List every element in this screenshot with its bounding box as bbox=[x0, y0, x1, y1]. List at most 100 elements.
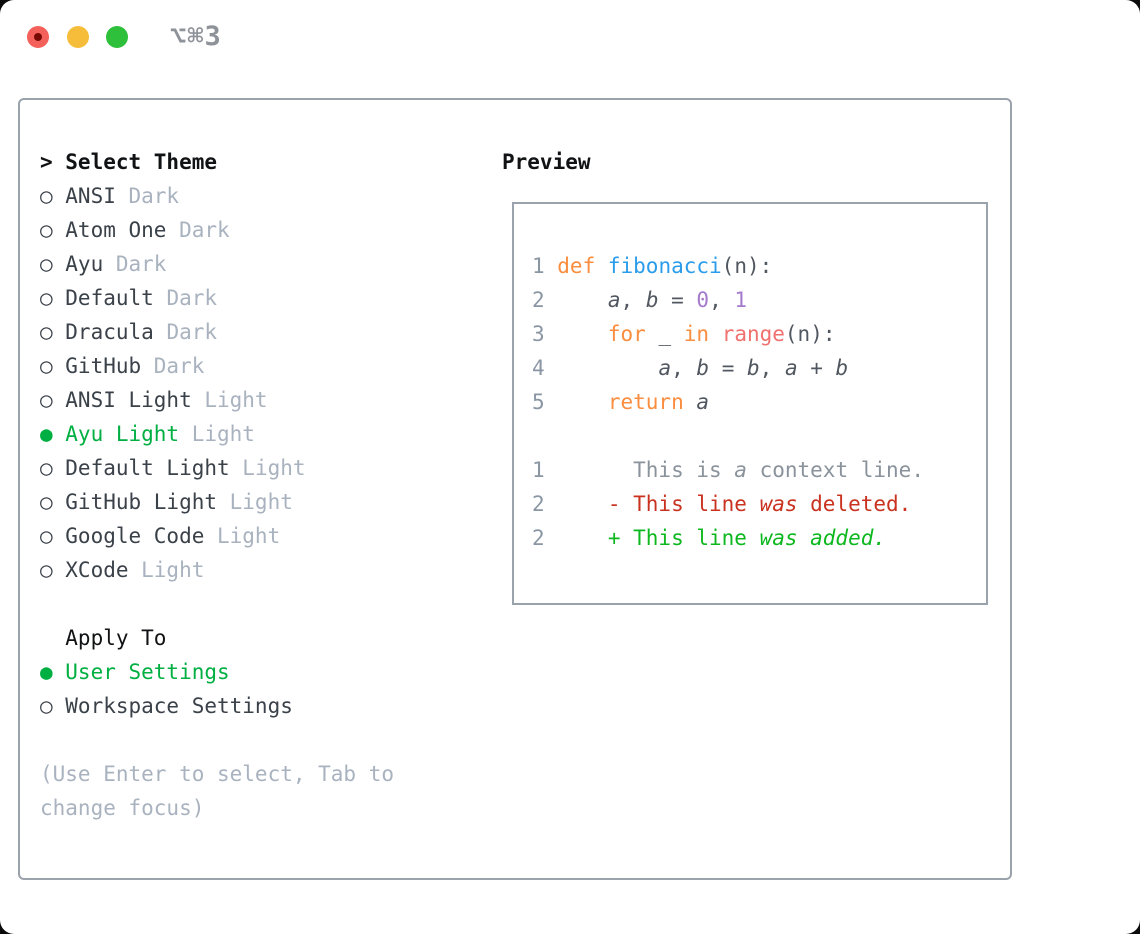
theme-option[interactable]: ○Default Light Light bbox=[40, 451, 480, 485]
theme-selector: >Select Theme ○ANSI Dark○Atom One Dark○A… bbox=[40, 145, 480, 825]
close-dot-icon bbox=[34, 33, 42, 41]
theme-list: ○ANSI Dark○Atom One Dark○Ayu Dark○Defaul… bbox=[40, 179, 480, 587]
code-segment: for bbox=[607, 322, 646, 346]
code-segment: fibonacci bbox=[607, 254, 722, 278]
radio-icon: ○ bbox=[40, 388, 53, 412]
radio-icon: ○ bbox=[40, 354, 53, 378]
theme-option[interactable]: ○ANSI Dark bbox=[40, 179, 480, 213]
radio-icon: ○ bbox=[40, 320, 53, 344]
apply-to-header: Apply To bbox=[65, 626, 167, 650]
theme-option[interactable]: ○Ayu Dark bbox=[40, 247, 480, 281]
theme-option[interactable]: ○Google Code Light bbox=[40, 519, 480, 553]
theme-name: GitHub bbox=[65, 354, 142, 378]
code-line: 2 - This line was deleted. bbox=[532, 487, 924, 521]
theme-option[interactable]: ○ Atom One Dark bbox=[40, 213, 480, 247]
theme-name: ANSI bbox=[65, 184, 116, 208]
theme-option[interactable]: ○ GitHub Dark bbox=[40, 349, 480, 383]
radio-icon: ○ bbox=[40, 286, 53, 310]
theme-variant: Dark bbox=[103, 252, 167, 276]
theme-name: Atom One bbox=[65, 218, 167, 242]
theme-option[interactable]: ○ANSI Light Light bbox=[40, 383, 480, 417]
titlebar: ⌥⌘3 bbox=[0, 0, 1140, 74]
code-line: 4 a, b = b, a + b bbox=[532, 351, 924, 385]
zoom-button[interactable] bbox=[106, 26, 128, 48]
code-segment: , bbox=[759, 356, 785, 380]
theme-settings-panel: >Select Theme ○ANSI Dark○Atom One Dark○A… bbox=[18, 98, 1012, 880]
line-number: 1 bbox=[532, 458, 545, 482]
theme-name: GitHub Light bbox=[65, 490, 217, 514]
theme-variant: Dark bbox=[153, 286, 218, 310]
theme-name: XCode bbox=[65, 558, 129, 582]
theme-list-header: > Select Theme bbox=[40, 145, 480, 179]
theme-variant: Light bbox=[191, 388, 268, 412]
code-segment: a bbox=[734, 458, 747, 482]
code-segment: return bbox=[607, 390, 684, 414]
theme-variant: Light bbox=[217, 490, 293, 514]
code-line: 1 This is a context line. bbox=[532, 453, 924, 487]
line-number: 5 bbox=[532, 390, 545, 414]
code-segment: (n): bbox=[721, 254, 773, 278]
theme-name: Ayu bbox=[65, 252, 104, 276]
code-segment bbox=[557, 390, 608, 414]
code-segment: This is bbox=[557, 458, 735, 482]
preview-title: Preview bbox=[502, 150, 591, 174]
theme-option[interactable]: ○ GitHub Light Light bbox=[40, 485, 480, 519]
code-segment: , bbox=[671, 356, 697, 380]
help-text: (Use Enter to select, Tab to change focu… bbox=[40, 762, 395, 820]
code-segment: _ bbox=[645, 322, 684, 346]
theme-list-header-label: Select Theme bbox=[65, 150, 217, 174]
radio-icon: ○ bbox=[40, 490, 53, 514]
code-segment: a bbox=[658, 356, 672, 380]
theme-variant: Light bbox=[229, 456, 306, 480]
code-segment: (n): bbox=[784, 322, 836, 346]
code-segment: b bbox=[746, 356, 760, 380]
theme-variant: Light bbox=[128, 558, 205, 582]
theme-option[interactable]: ●Ayu Light Light bbox=[40, 417, 480, 451]
theme-variant: Dark bbox=[166, 218, 230, 242]
keyboard-shortcut-label: ⌥⌘3 bbox=[170, 21, 222, 52]
code-line bbox=[532, 419, 924, 453]
theme-option[interactable]: ○ Default Dark bbox=[40, 281, 480, 315]
theme-name: Default bbox=[65, 286, 154, 310]
code-segment: def bbox=[557, 254, 596, 278]
radio-icon: ○ bbox=[40, 558, 53, 582]
spacer bbox=[40, 723, 480, 757]
apply-option[interactable]: ●User Settings bbox=[40, 655, 480, 689]
code-segment: b bbox=[696, 356, 710, 380]
radio-icon: ○ bbox=[40, 694, 53, 718]
line-number: 3 bbox=[532, 322, 545, 346]
radio-icon: ● bbox=[40, 422, 53, 446]
theme-name: Dracula bbox=[65, 320, 154, 344]
apply-to-list: ●User Settings○Workspace Settings bbox=[40, 655, 480, 723]
line-number: 2 bbox=[532, 492, 545, 516]
code-line: 2 a, b = 0, 1 bbox=[532, 283, 924, 317]
line-number: 1 bbox=[532, 254, 545, 278]
code-segment bbox=[709, 322, 722, 346]
line-number: 2 bbox=[532, 526, 545, 550]
line-number: 4 bbox=[532, 356, 545, 380]
theme-option[interactable]: ○Dracula Dark bbox=[40, 315, 480, 349]
code-segment: 0 bbox=[696, 288, 710, 312]
code-segment bbox=[595, 254, 608, 278]
apply-option[interactable]: ○Workspace Settings bbox=[40, 689, 480, 723]
theme-variant: Light bbox=[179, 422, 255, 446]
code-segment: b bbox=[835, 356, 849, 380]
code-segment: = bbox=[658, 288, 697, 312]
code-segment: deleted. bbox=[797, 492, 912, 516]
selector-marker-icon: > bbox=[40, 150, 53, 174]
theme-variant: Dark bbox=[141, 354, 205, 378]
code-line: 1 def fibonacci(n): bbox=[532, 249, 924, 283]
radio-icon: ○ bbox=[40, 218, 53, 242]
code-segment bbox=[557, 322, 608, 346]
close-button[interactable] bbox=[27, 26, 49, 48]
code-segment: = bbox=[709, 356, 747, 380]
theme-option[interactable]: ○ XCode Light bbox=[40, 553, 480, 587]
minimize-button[interactable] bbox=[67, 26, 89, 48]
code-segment: + bbox=[797, 356, 836, 380]
code-segment: range bbox=[721, 322, 785, 346]
radio-icon: ○ bbox=[40, 524, 53, 548]
radio-icon: ● bbox=[40, 660, 53, 684]
code-segment: + This line bbox=[557, 526, 760, 550]
